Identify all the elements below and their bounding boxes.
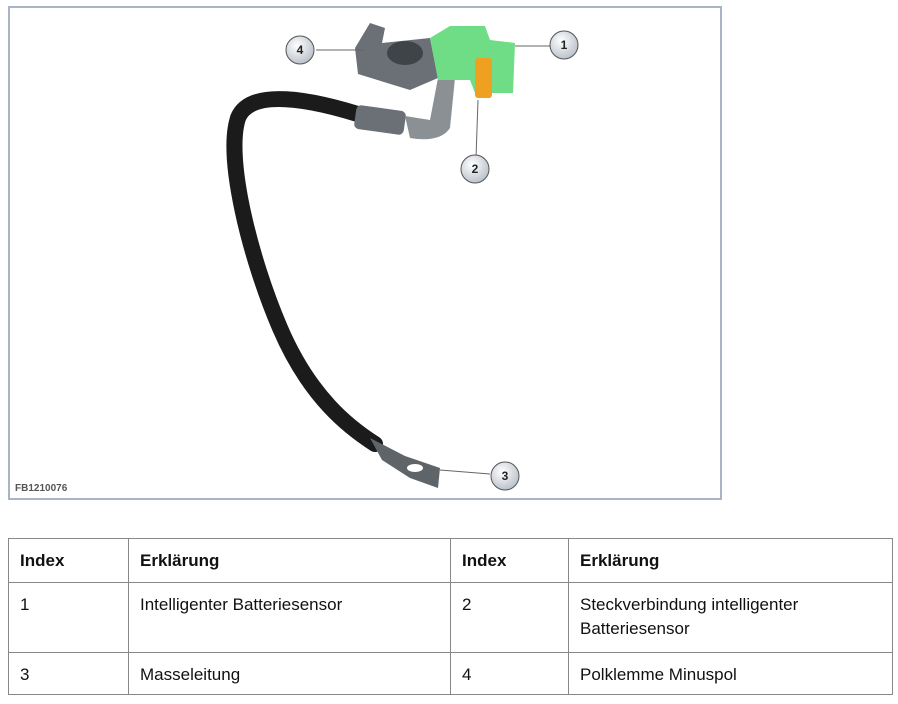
svg-text:2: 2 bbox=[472, 162, 479, 176]
figure-battery-sensor: 4 1 2 3 FB1210076 bbox=[8, 6, 722, 500]
figure-id: FB1210076 bbox=[15, 483, 68, 494]
intelligent-battery-sensor bbox=[430, 26, 515, 93]
legend-table: Index Erklärung Index Erklärung 1 Intell… bbox=[8, 538, 893, 695]
battery-sensor-illustration: 4 1 2 3 bbox=[226, 23, 579, 491]
svg-text:4: 4 bbox=[297, 43, 304, 57]
cell-index: 3 bbox=[8, 652, 129, 695]
cell-index: 4 bbox=[450, 652, 569, 695]
callout-1: 1 bbox=[549, 30, 579, 60]
callout-4: 4 bbox=[285, 35, 315, 65]
cell-explanation: Polklemme Minuspol bbox=[568, 652, 893, 695]
header-index: Index bbox=[8, 538, 129, 583]
callout-3: 3 bbox=[490, 461, 520, 491]
table-row: 3 Masseleitung 4 Polklemme Minuspol bbox=[8, 652, 893, 695]
cell-explanation: Intelligenter Batteriesensor bbox=[128, 582, 451, 653]
sensor-connector bbox=[475, 58, 492, 98]
cell-index: 1 bbox=[8, 582, 129, 653]
cell-index: 2 bbox=[450, 582, 569, 653]
table-header: Index Erklärung Index Erklärung bbox=[8, 538, 893, 583]
svg-text:3: 3 bbox=[502, 469, 509, 483]
ground-cable bbox=[226, 91, 383, 452]
cell-explanation: Masseleitung bbox=[128, 652, 451, 695]
table-row: 1 Intelligenter Batteriesensor 2 Steckve… bbox=[8, 582, 893, 653]
svg-text:1: 1 bbox=[561, 38, 568, 52]
header-index: Index bbox=[450, 538, 569, 583]
cell-explanation: Steckverbindung intelligenter Batteriese… bbox=[568, 582, 893, 653]
callout-2: 2 bbox=[460, 154, 490, 184]
header-explanation: Erklärung bbox=[128, 538, 451, 583]
header-explanation: Erklärung bbox=[568, 538, 893, 583]
cable-lug bbox=[370, 438, 440, 488]
